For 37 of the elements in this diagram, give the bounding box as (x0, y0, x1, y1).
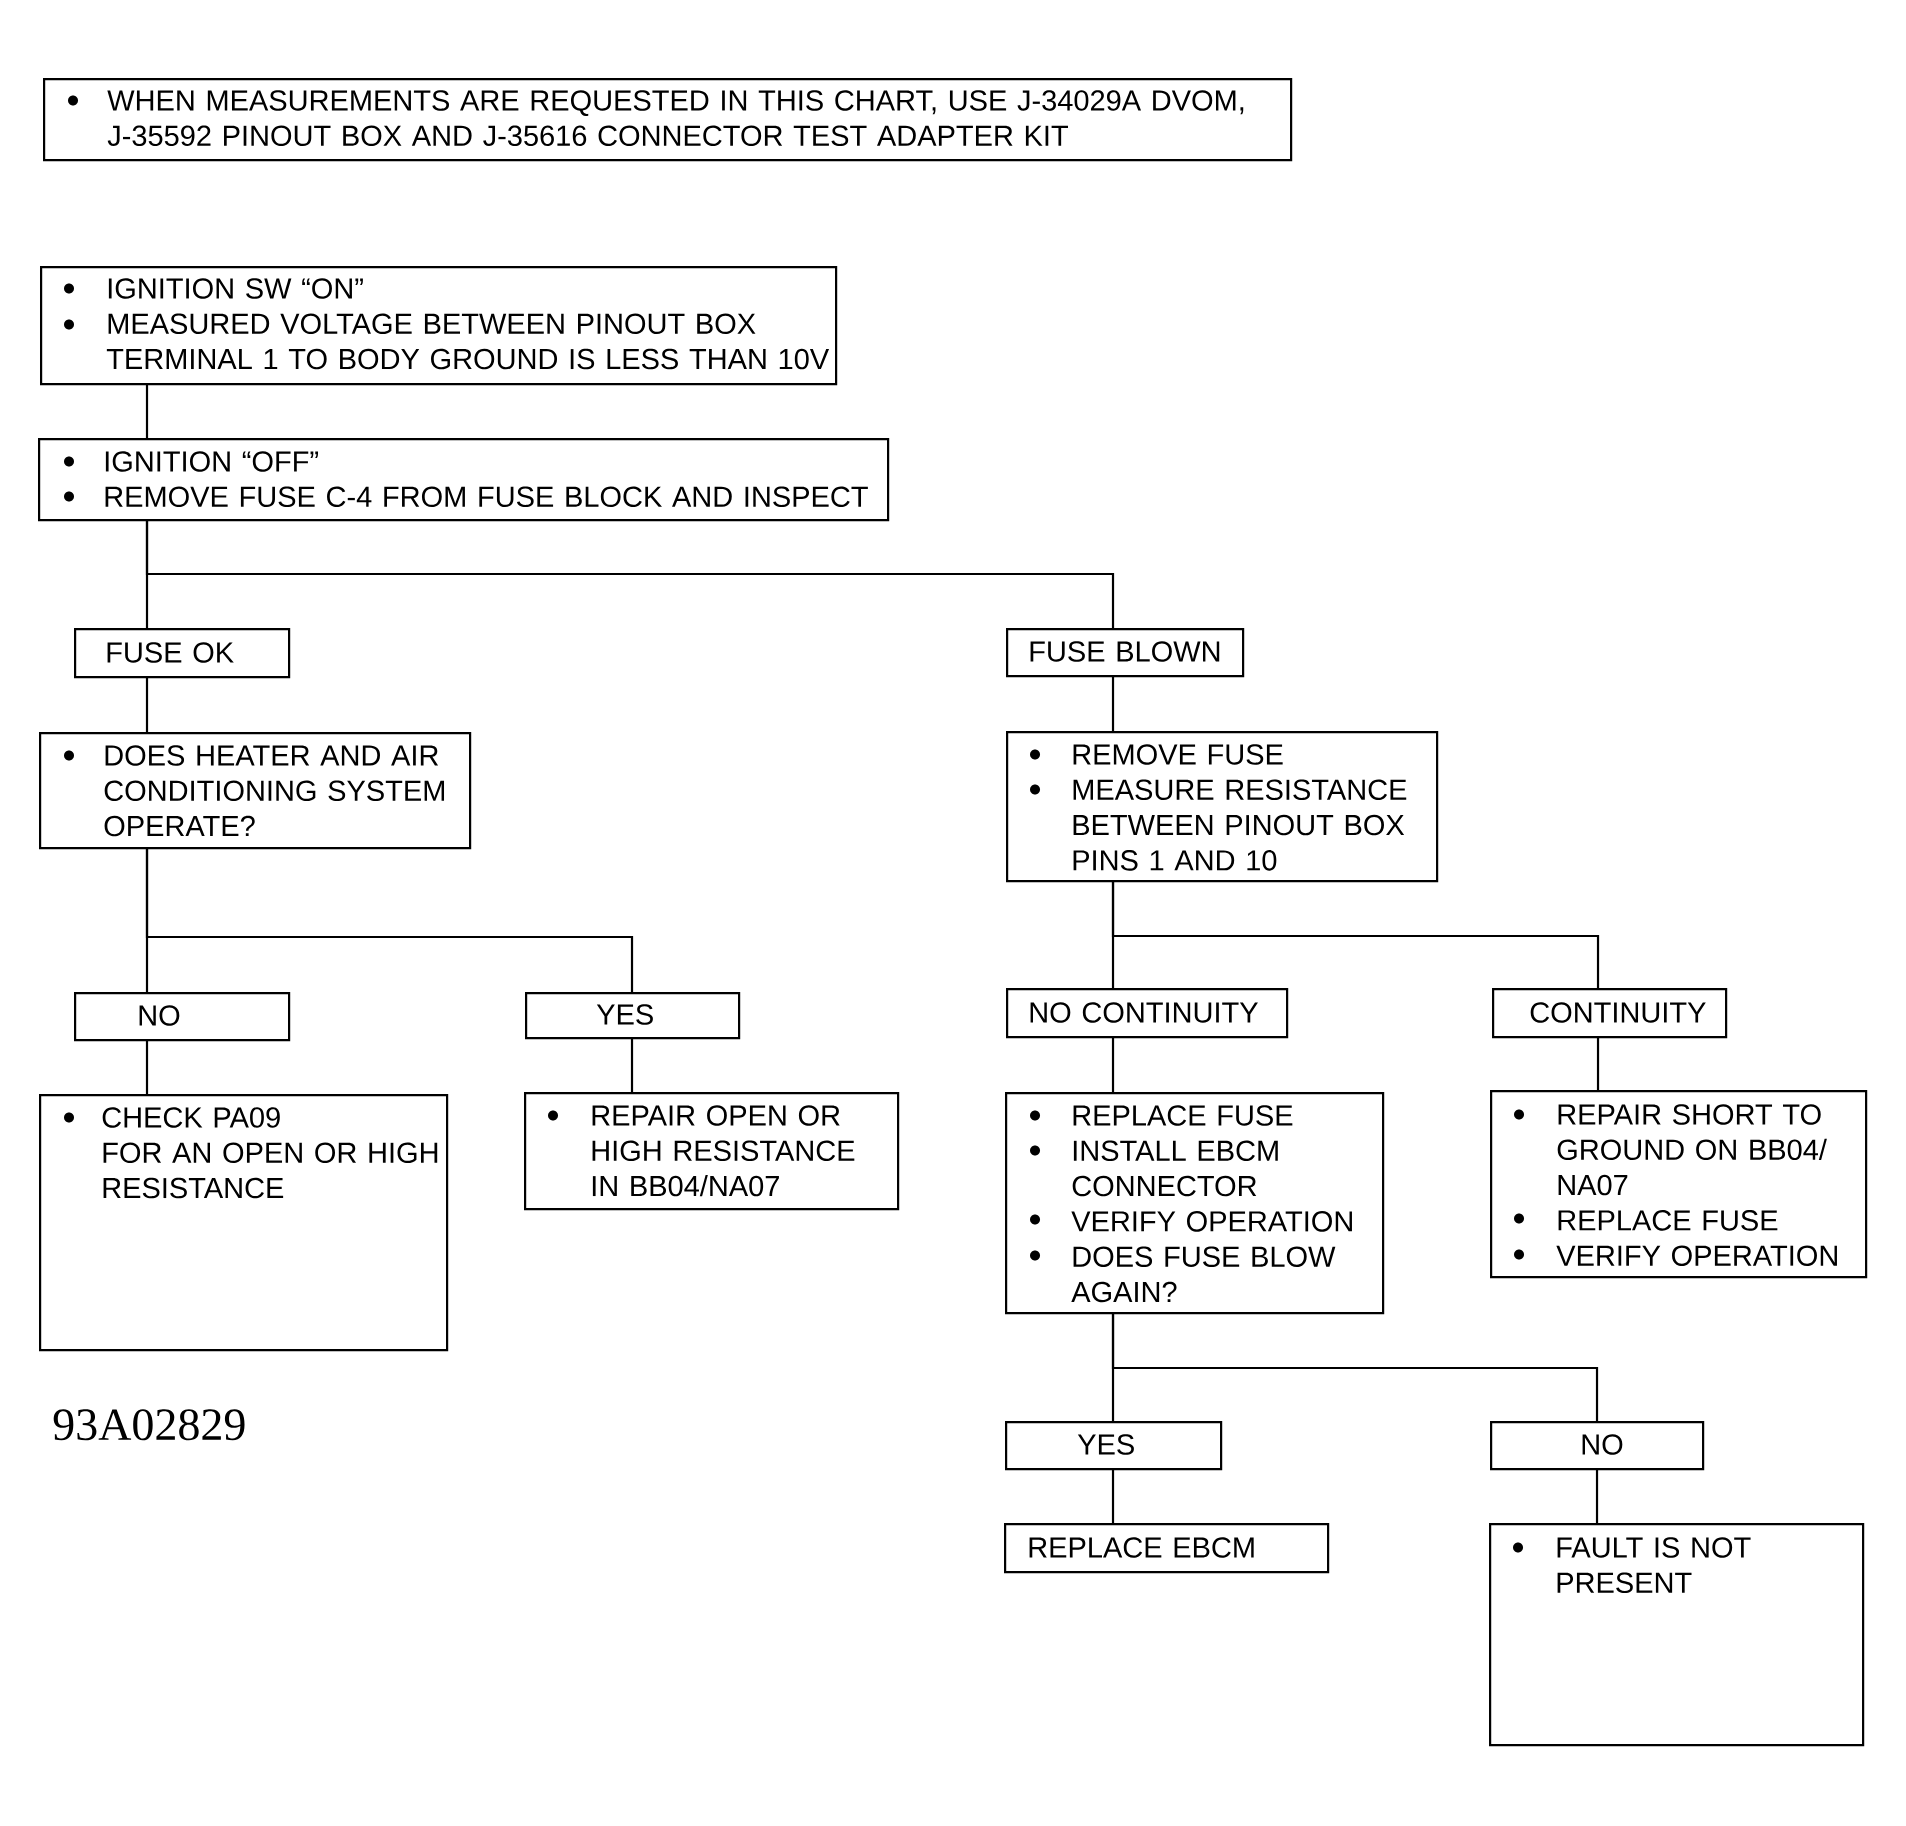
connector-line (145, 1040, 149, 1096)
step-box: IGNITION “OFF” REMOVE FUSE C-4 FROM FUSE BLOCK AND INSPECT (38, 438, 890, 522)
step-box: IGNITION SW “ON” MEASURED VOLTAGE BETWEEN PINOUT BOX TERMINAL 1 TO BODY GROUND IS LESS THAN 10V (40, 266, 838, 386)
connector-line (1595, 1469, 1599, 1525)
condition-box: FUSE BLOWN (1006, 628, 1245, 678)
condition-box: YES (1005, 1421, 1223, 1471)
connector-line (145, 677, 149, 734)
connector-line (1111, 676, 1115, 733)
action-box: REPLACE EBCM (1004, 1523, 1330, 1574)
connector-line (1596, 1037, 1600, 1092)
connector-line (145, 848, 634, 994)
action-box: REPAIR SHORT TO GROUND ON BB04/NA07 REPLACE FUSE VERIFY OPERATION (1490, 1090, 1868, 1279)
condition-box: YES (525, 992, 741, 1040)
connector-line (145, 384, 149, 440)
connector-line (1111, 1037, 1115, 1094)
condition-box: NO CONTINUITY (1006, 988, 1289, 1039)
connector-line (1111, 1469, 1115, 1525)
node-label: DOES FUSE BLOW AGAIN? (1071, 1246, 1336, 1303)
action-box: CHECK PA09 FOR AN OPEN OR HIGH RESISTANCE (39, 1094, 449, 1352)
connector-line (1111, 881, 1600, 990)
connector-line (630, 1038, 634, 1094)
node-label: VERIFY OPERATION (1071, 1211, 1352, 1232)
step-box: REPLACE FUSE INSTALL EBCM CONNECTOR VERIFY OPERATION DOES FUSE BLOW AGAIN? (1005, 1092, 1385, 1315)
node-label: INSTALL EBCM CONNECTOR (1072, 1140, 1278, 1197)
condition-box: FUSE OK (74, 628, 291, 679)
connector-line (1111, 1313, 1599, 1423)
condition-box: NO (74, 992, 291, 1042)
connector-line (145, 520, 1115, 630)
figure-number: 93A02829 (53, 1409, 245, 1441)
result-box: FAULT IS NOT PRESENT (1489, 1523, 1865, 1747)
question-box: DOES HEATER AND AIR CONDITIONING SYSTEM OPERATE? (39, 732, 472, 850)
node-label: REPLACE FUSE (1073, 1105, 1293, 1126)
note-box: WHEN MEASUREMENTS ARE REQUESTED IN THIS CHART, USE J-34029A DVOM, J-35592 PINOUT BOX AND J-35616 CONNECTOR TEST ADAPTER KIT (43, 78, 1293, 162)
action-box: REPAIR OPEN OR HIGH RESISTANCE IN BB04/NA07 (524, 1092, 900, 1211)
condition-box: NO (1490, 1421, 1705, 1471)
step-box: REMOVE FUSE MEASURE RESISTANCE BETWEEN PINOUT BOX PINS 1 AND 10 (1006, 731, 1439, 883)
condition-box: CONTINUITY (1492, 988, 1728, 1039)
